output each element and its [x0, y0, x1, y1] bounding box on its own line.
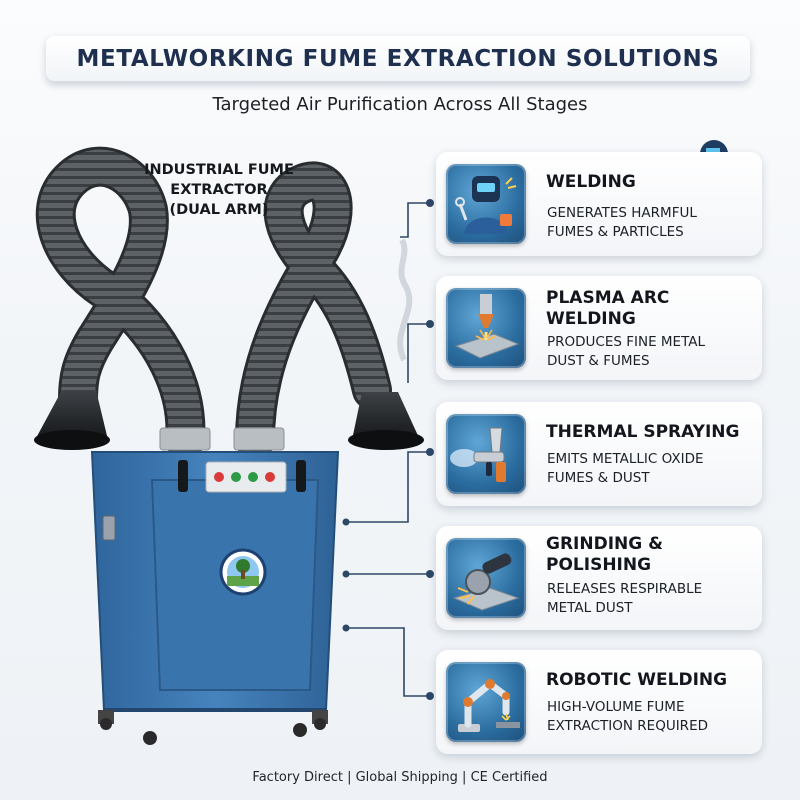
card-plasma-arc-welding: PLASMA ARC WELDING PRODUCES FINE METAL D…	[436, 276, 762, 380]
card-grinding-polishing: GRINDING & POLISHING RELEASES RESPIRABLE…	[436, 526, 762, 630]
card-robotic-welding: ROBOTIC WELDING HIGH-VOLUME FUME EXTRACT…	[436, 650, 762, 754]
card-title: GRINDING & POLISHING	[546, 534, 663, 575]
machine-label-line1: INDUSTRIAL FUME	[144, 162, 294, 178]
card-title: THERMAL SPRAYING	[546, 422, 740, 442]
right-hose	[235, 161, 424, 460]
machine-label-line3: (DUAL ARM)	[169, 202, 269, 218]
card-description: EMITS METALLIC OXIDE FUMES & DUST	[547, 451, 704, 486]
title-banner: METALWORKING FUME EXTRACTION SOLUTIONS	[46, 36, 750, 82]
page-title: METALWORKING FUME EXTRACTION SOLUTIONS	[76, 46, 720, 72]
extractor-cabinet	[90, 451, 340, 745]
machine-label-line2: EXTRACTOR	[170, 182, 268, 198]
left-hose	[34, 146, 206, 460]
connector-dots	[342, 199, 434, 700]
card-title: WELDING	[546, 172, 636, 192]
angle-grinder-icon	[446, 538, 526, 618]
spray-gun-icon	[446, 414, 526, 494]
card-title: PLASMA ARC WELDING	[546, 288, 670, 329]
plasma-cutter-icon	[446, 288, 526, 368]
card-description: GENERATES HARMFUL FUMES & PARTICLES	[547, 205, 697, 240]
page-subtitle: Targeted Air Purification Across All Sta…	[212, 94, 588, 115]
welder-icon	[446, 164, 526, 244]
connector-lines	[346, 202, 430, 697]
footer-tagline: Factory Direct | Global Shipping | CE Ce…	[252, 770, 548, 785]
card-title: ROBOTIC WELDING	[546, 670, 728, 690]
card-welding: WELDING GENERATES HARMFUL FUMES & PARTIC…	[436, 152, 762, 256]
card-description: HIGH-VOLUME FUME EXTRACTION REQUIRED	[547, 699, 708, 734]
card-description: RELEASES RESPIRABLE METAL DUST	[547, 581, 703, 616]
machine-label: INDUSTRIAL FUME EXTRACTOR (DUAL ARM)	[128, 160, 310, 220]
robot-arm-icon	[446, 662, 526, 742]
card-thermal-spraying: THERMAL SPRAYING EMITS METALLIC OXIDE FU…	[436, 402, 762, 506]
card-description: PRODUCES FINE METAL DUST & FUMES	[547, 334, 706, 369]
